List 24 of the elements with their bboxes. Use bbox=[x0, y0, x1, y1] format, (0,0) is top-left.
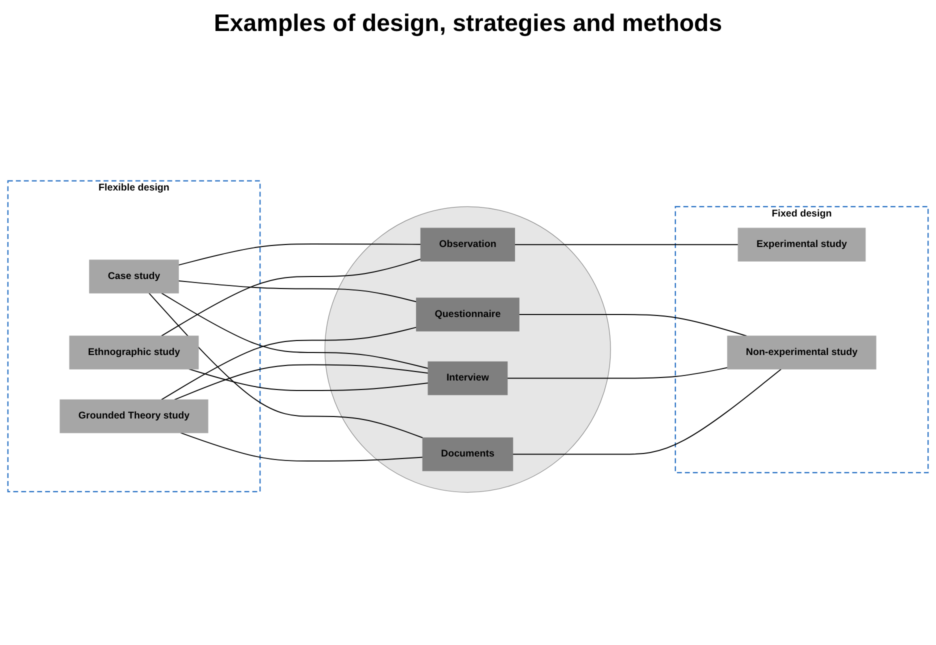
connector bbox=[188, 369, 429, 392]
node-box: Questionnaire bbox=[416, 298, 520, 332]
diagram-title: Examples of design, strategies and methods bbox=[212, 10, 724, 38]
node-box: Experimental study bbox=[738, 228, 866, 262]
cluster bbox=[324, 206, 611, 493]
node-box: Non-experimental study bbox=[727, 336, 876, 370]
connector bbox=[178, 244, 422, 266]
connector bbox=[160, 259, 422, 337]
connector bbox=[160, 293, 429, 370]
node-box: Documents bbox=[422, 438, 514, 472]
connector bbox=[178, 280, 417, 303]
node-box: Case study bbox=[89, 260, 179, 294]
connector bbox=[518, 314, 748, 337]
node-box: Ethnographic study bbox=[69, 336, 199, 370]
connector bbox=[160, 327, 417, 401]
connector bbox=[514, 244, 739, 246]
node-box: Interview bbox=[428, 362, 508, 396]
node-box: Grounded Theory study bbox=[60, 400, 208, 434]
node-box: Observation bbox=[420, 228, 516, 262]
connector bbox=[506, 368, 728, 380]
connector bbox=[512, 369, 782, 456]
connector bbox=[180, 432, 424, 462]
connector bbox=[174, 364, 429, 401]
connector bbox=[148, 293, 424, 439]
